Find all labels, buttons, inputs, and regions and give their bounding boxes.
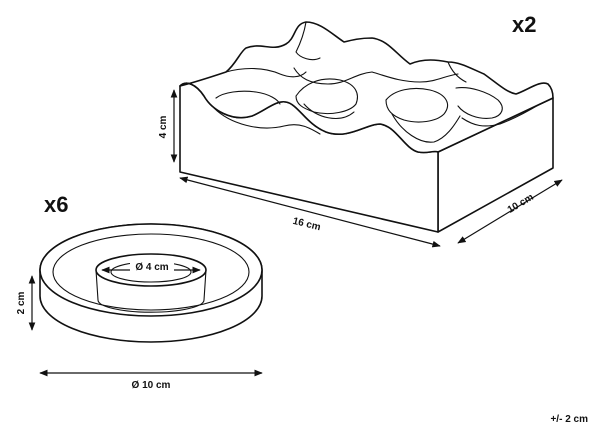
holder-inner-rim	[52, 233, 250, 311]
tray-peak-right	[447, 61, 467, 83]
holder-height-label: 2 cm	[16, 291, 27, 314]
tray-length-label: 16 cm	[292, 216, 322, 234]
tray-cup-right	[385, 87, 448, 123]
tray-peak-back	[295, 21, 321, 61]
tray-cup-center-rim	[303, 103, 355, 119]
tray-cup-right-rim	[391, 113, 461, 143]
tray-pocket-front-left	[213, 107, 321, 135]
tray-top-surface	[179, 21, 554, 154]
holder-inner-diameter-label: Ø 4 cm	[135, 262, 168, 273]
tray-pocket-front-right	[461, 103, 541, 127]
tray-drawing: 4 cm 16 cm 10 cm x2	[158, 12, 563, 248]
tray-ridge-2	[293, 67, 373, 85]
holder-outer-diameter-label: Ø 10 cm	[132, 380, 171, 391]
tolerance-label: +/- 2 cm	[550, 414, 588, 425]
tray-height-label: 4 cm	[158, 115, 169, 138]
tray-width-arrow	[457, 179, 563, 244]
tray-cup-far-right	[455, 87, 503, 119]
tray-width-label: 10 cm	[506, 192, 536, 216]
holder-quantity-label: x6	[44, 192, 68, 217]
holder-center-cup-wall	[95, 269, 207, 313]
tray-cup-center	[295, 78, 358, 115]
tray-ridge-3	[371, 71, 459, 83]
tray-quantity-label: x2	[512, 12, 536, 37]
tray-length-arrow	[179, 176, 441, 248]
tray-cup-left	[215, 90, 281, 105]
holder-drawing: Ø 4 cm 2 cm Ø 10 cm x6	[16, 192, 263, 391]
holder-inner-label-bg	[130, 260, 174, 273]
